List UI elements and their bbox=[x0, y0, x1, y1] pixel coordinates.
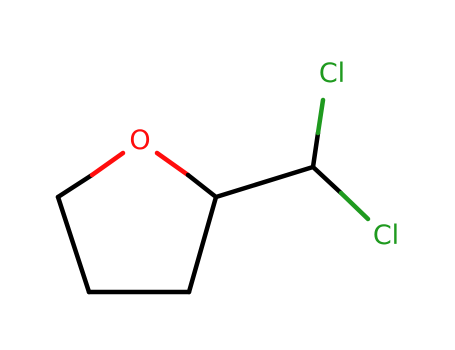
bond-o-c2-oxygen-part bbox=[154, 150, 191, 178]
bond-cside-cl2-carbon-part bbox=[310, 164, 344, 196]
bond-cside-cl2-chlorine-part bbox=[338, 190, 371, 222]
bond-cside-cl1-chlorine-part bbox=[315, 97, 326, 136]
chlorine-atom-label-2: Cl bbox=[373, 220, 399, 251]
bond-c4-c5 bbox=[55, 194, 92, 295]
bond-c2-c3 bbox=[186, 194, 219, 295]
bond-c5-o-carbon-part bbox=[55, 172, 95, 200]
bond-c5-o-oxygen-part bbox=[89, 150, 126, 178]
oxygen-atom-label: O bbox=[129, 125, 150, 156]
bond-cside-cl1-carbon-part bbox=[310, 130, 321, 170]
bond-o-c2-carbon-part bbox=[185, 172, 219, 200]
bond-c2-cside bbox=[213, 164, 316, 200]
chlorine-atom-label-1: Cl bbox=[319, 58, 345, 89]
